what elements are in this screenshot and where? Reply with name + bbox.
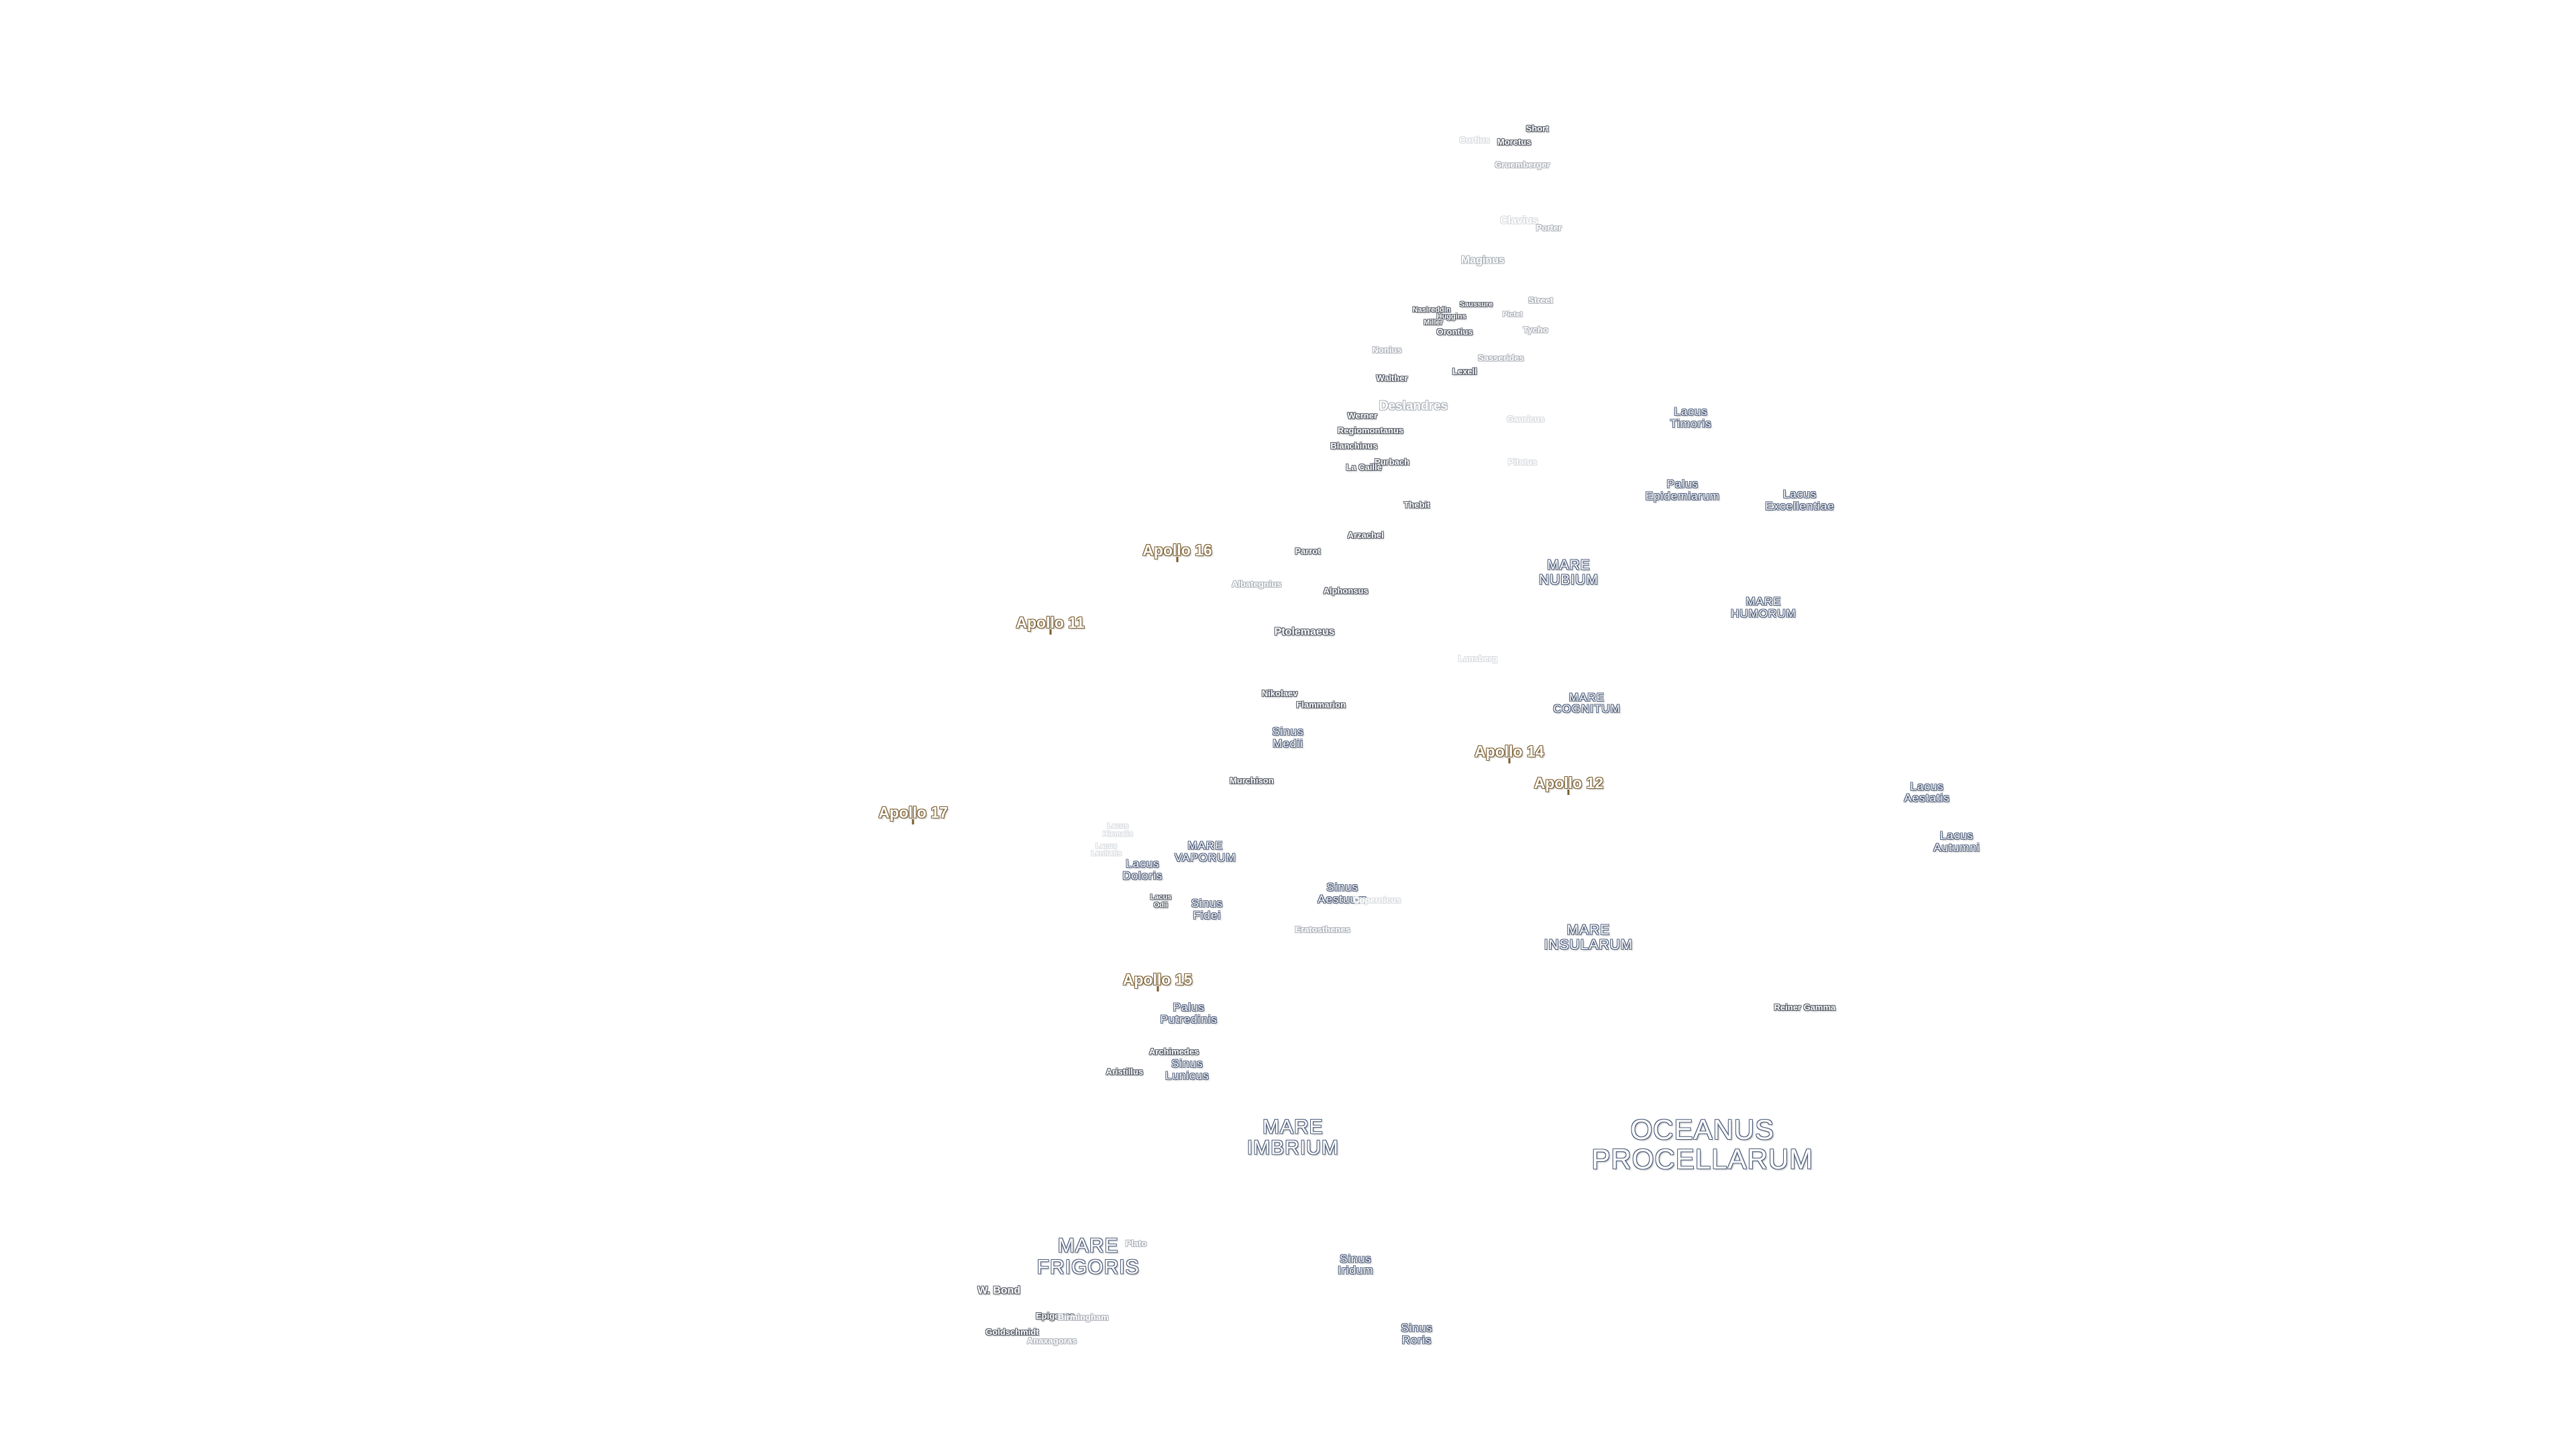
pitatus-label: Pitatus xyxy=(1507,457,1538,468)
apollo-15-label: Apollo 15 xyxy=(1122,970,1193,988)
short-label: Short xyxy=(1525,123,1549,134)
apollo-11-site-marker xyxy=(1049,629,1051,635)
porter-label: Porter xyxy=(1536,222,1562,233)
apollo-12-site-marker xyxy=(1567,789,1570,795)
street-label: Street xyxy=(1528,295,1554,306)
sinus-lunicus-label: Sinus Lunicus xyxy=(1165,1057,1210,1083)
curtius-label: Curtius xyxy=(1459,135,1490,146)
thebit-label: Thebit xyxy=(1403,500,1430,511)
orontius-label: Orontius xyxy=(1436,326,1473,337)
apollo-14-site-marker xyxy=(1508,757,1511,763)
sinus-aestuum-label: Sinus Aestuum xyxy=(1318,880,1368,906)
sasserides-label: Sasserides xyxy=(1478,353,1524,364)
eratosthenes-label: Eratosthenes xyxy=(1295,924,1350,934)
walther-label: Walther xyxy=(1376,372,1408,383)
moretus-label: Moretus xyxy=(1497,136,1532,147)
gauricus-label: Gauricus xyxy=(1507,414,1545,425)
epigenes-label: Epigenes xyxy=(1035,1310,1075,1321)
huggins-label: Huggins xyxy=(1436,312,1466,321)
clavius-label: Clavius xyxy=(1500,215,1539,227)
mare-nubium-label: MARE NUBIUM xyxy=(1539,557,1599,588)
blanchinus-label: Blanchinus xyxy=(1330,440,1378,451)
parrot-label: Parrot xyxy=(1295,546,1321,557)
sinus-roris-label: Sinus Roris xyxy=(1401,1322,1433,1346)
deslandres-label: Deslandres xyxy=(1379,398,1448,413)
apollo-16-site-marker xyxy=(1176,556,1179,562)
apollo-14-label: Apollo 14 xyxy=(1474,742,1544,760)
gruemberger-label: Gruemberger xyxy=(1495,160,1550,170)
nonius-label: Nonius xyxy=(1372,345,1402,356)
aristillus-label: Aristillus xyxy=(1106,1066,1144,1077)
lacus-lenitatis-label: Lacus Lenitatis xyxy=(1091,842,1122,858)
ptolemaeus-label: Ptolemaeus xyxy=(1274,626,1335,638)
lansberg-label: Lansberg xyxy=(1458,653,1498,664)
lacus-aestatis-label: Lacus Aestatis xyxy=(1904,780,1950,805)
la-caille-label: La Caille xyxy=(1346,462,1382,472)
regiomontanus-label: Regiomontanus xyxy=(1337,425,1404,436)
ukert-label: Nikolaev xyxy=(1261,688,1298,699)
plato-label: Plato xyxy=(1125,1238,1147,1248)
apollo-17-label: Apollo 17 xyxy=(878,803,948,821)
murchison-label: Murchison xyxy=(1229,775,1274,786)
mare-cognitum-label: MARE COGNITUM xyxy=(1553,690,1621,716)
palus-putredinis-label: Palus Putredinis xyxy=(1160,1001,1218,1026)
sinus-fidei-label: Sinus Fidei xyxy=(1191,897,1224,922)
palus-epidemiarum-label: Palus Epidemiarum xyxy=(1645,478,1720,503)
arzachel-label: Arzachel xyxy=(1347,529,1384,540)
lacus-timoris-label: Lacus Timoris xyxy=(1670,405,1712,430)
apollo-16-label: Apollo 16 xyxy=(1142,541,1212,559)
sinus-iridum-label: Sinus Iridum xyxy=(1338,1252,1374,1277)
tycho-label: Tycho xyxy=(1523,325,1548,335)
anaxagoras-label: Anaxagoras xyxy=(1026,1335,1077,1346)
maginus-label: Maginus xyxy=(1460,254,1505,266)
mare-insularum-label: MARE INSULARUM xyxy=(1544,922,1633,953)
mare-humorum-label: MARE HUMORUM xyxy=(1731,594,1796,620)
apollo-11-label: Apollo 11 xyxy=(1016,613,1085,631)
purbach-label: Purbach xyxy=(1375,457,1410,468)
pictet-label: Pictet xyxy=(1502,311,1523,319)
lacus-odii-label: Lacus Odii xyxy=(1150,893,1172,909)
saussure-label: Saussure xyxy=(1459,301,1493,309)
copernicus-faint-label: Copernicus xyxy=(1353,894,1401,905)
apollo-12-label: Apollo 12 xyxy=(1534,773,1604,792)
goldschmidt-label: Goldschmidt xyxy=(985,1327,1039,1338)
apollo-15-site-marker xyxy=(1157,985,1159,991)
apollo-17-site-marker xyxy=(912,819,914,825)
birmingham-label: Birmingham xyxy=(1057,1312,1109,1323)
nasireddin-label: Nasireddin xyxy=(1412,305,1451,314)
alphonsus-label: Alphonsus xyxy=(1323,586,1368,596)
w-bond-label: W. Bond xyxy=(977,1285,1021,1297)
mare-frigoris-label: MARE FRIGORIS xyxy=(1036,1234,1140,1279)
reiner-gamma-label: Reiner Gamma xyxy=(1774,1002,1836,1012)
miller-label: Miller xyxy=(1424,319,1443,327)
lacus-autumni-label: Lacus Autumni xyxy=(1933,829,1980,855)
lacus-hiemalis-label: Lacus Hiemalis xyxy=(1102,822,1134,839)
lacus-doloris-label: Lacus Doloris xyxy=(1122,857,1163,883)
archimedes-label: Archimedes xyxy=(1148,1046,1199,1057)
mare-vaporum-label: MARE VAPORUM xyxy=(1175,839,1236,865)
lacus-excellentiae-label: Lacus Excellentiae xyxy=(1765,487,1835,513)
sinus-medii-label: Sinus Medii xyxy=(1272,725,1304,751)
mare-imbrium-label: MARE IMBRIUM xyxy=(1246,1116,1339,1159)
werner-label: Werner xyxy=(1347,411,1378,421)
lexell-label: Lexell xyxy=(1452,366,1477,377)
flammarion-label: Flammarion xyxy=(1296,700,1346,710)
albategnius-label: Albategnius xyxy=(1231,579,1282,590)
oceanus-procellarum-label: OCEANUS PROCELLARUM xyxy=(1591,1113,1814,1175)
